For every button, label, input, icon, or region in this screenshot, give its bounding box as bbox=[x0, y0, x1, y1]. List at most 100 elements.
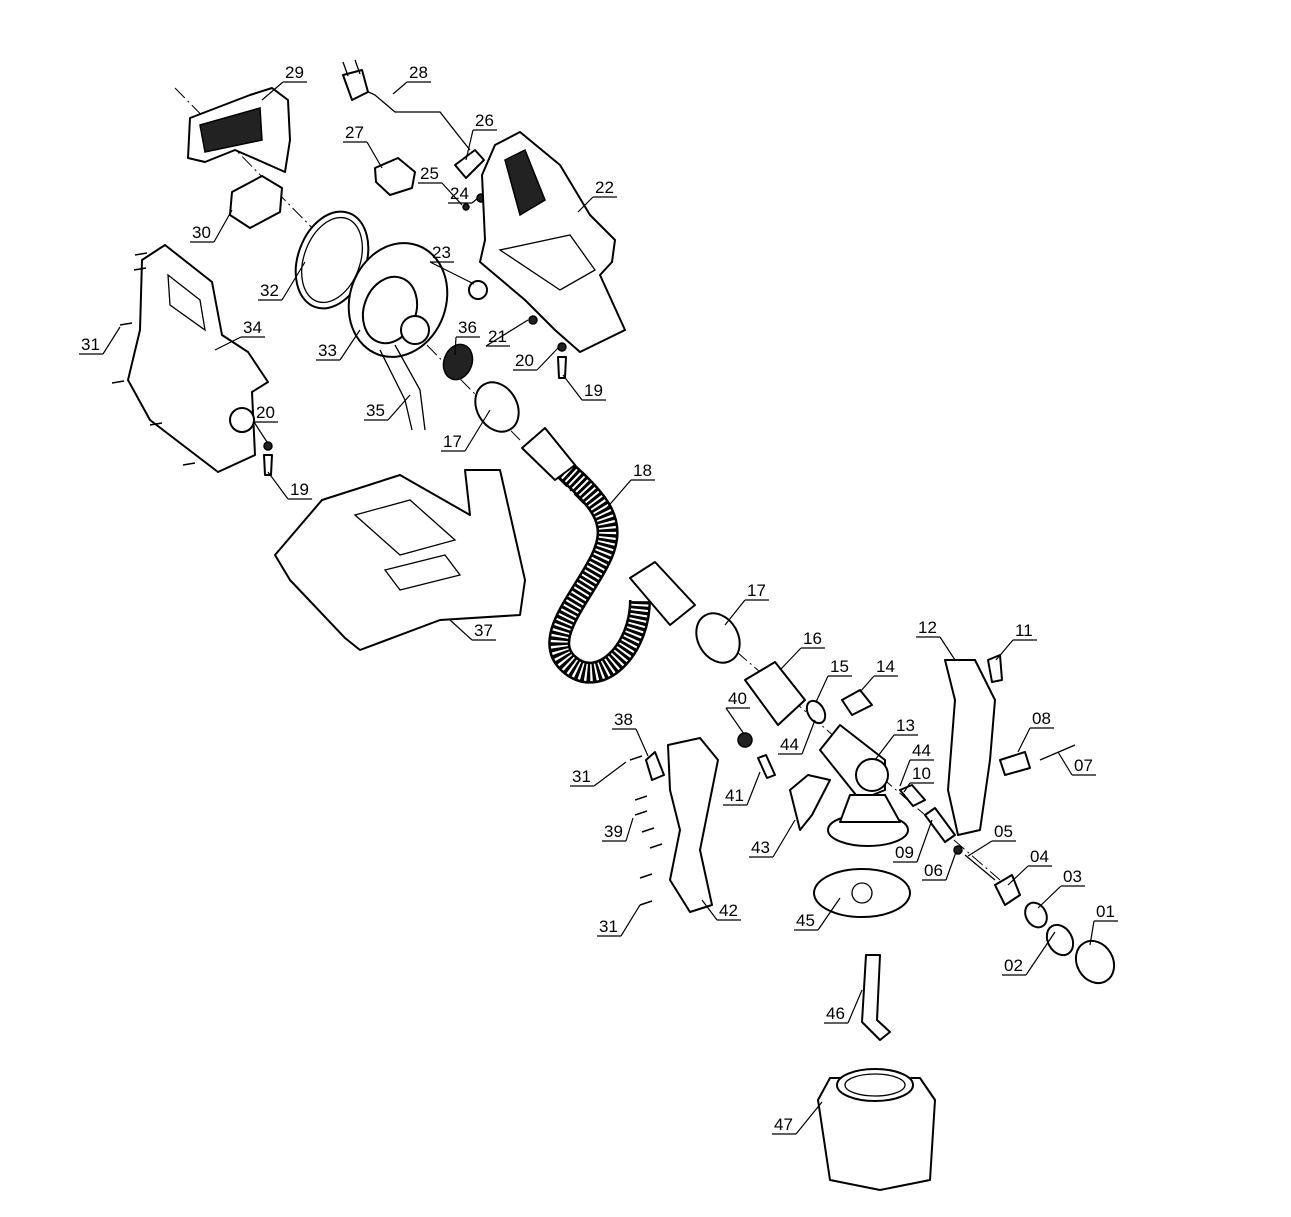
part-label-01: 01 bbox=[1096, 902, 1115, 921]
leader-line bbox=[267, 471, 312, 500]
part-label-30: 30 bbox=[192, 223, 211, 242]
part-label-14: 14 bbox=[876, 657, 895, 676]
part-03-ring bbox=[1024, 901, 1048, 929]
part-label-34: 34 bbox=[243, 318, 262, 337]
part-29-filter-cover bbox=[187, 87, 291, 173]
part-17-coupling-lower bbox=[695, 612, 741, 664]
part-label-03: 03 bbox=[1063, 867, 1082, 886]
leader-line bbox=[577, 196, 617, 213]
part-label-37: 37 bbox=[474, 621, 493, 640]
part-01-union-nut bbox=[1074, 939, 1116, 985]
leader-line bbox=[1089, 920, 1118, 946]
part-label-23: 23 bbox=[432, 243, 451, 262]
leader-line bbox=[448, 197, 479, 204]
leader-line bbox=[429, 261, 475, 285]
leader-line bbox=[1037, 885, 1085, 909]
part-label-44: 44 bbox=[780, 735, 799, 754]
part-08-lock bbox=[999, 751, 1031, 776]
leader-line bbox=[916, 636, 956, 661]
leader-line bbox=[815, 675, 852, 703]
leader-line bbox=[893, 819, 933, 863]
leader-line bbox=[859, 675, 898, 693]
leader-line bbox=[899, 759, 934, 787]
leader-line bbox=[612, 728, 649, 757]
part-19-screw bbox=[557, 356, 567, 379]
part-label-43: 43 bbox=[751, 838, 770, 857]
part-label-10: 10 bbox=[912, 764, 931, 783]
leader-line bbox=[779, 647, 825, 671]
part-label-08: 08 bbox=[1032, 709, 1051, 728]
part-33-motor bbox=[347, 242, 449, 358]
leader-line bbox=[258, 261, 306, 301]
part-label-41: 41 bbox=[725, 786, 744, 805]
part-label-04: 04 bbox=[1030, 847, 1049, 866]
part-label-42: 42 bbox=[719, 901, 738, 920]
part-label-44: 44 bbox=[912, 741, 931, 760]
leader-line bbox=[513, 347, 559, 371]
leader-line bbox=[465, 129, 497, 161]
part-45-seal-disk bbox=[813, 868, 911, 918]
leader-line bbox=[772, 1101, 823, 1135]
leader-line bbox=[1057, 751, 1096, 776]
part-12-handle-right bbox=[944, 659, 996, 836]
leader-line bbox=[749, 819, 796, 858]
part-label-12: 12 bbox=[918, 618, 937, 637]
part-label-07: 07 bbox=[1074, 756, 1093, 775]
part-label-46: 46 bbox=[826, 1004, 845, 1023]
leader-line bbox=[874, 734, 918, 761]
leader-line bbox=[922, 851, 957, 881]
part-25-screw bbox=[462, 203, 470, 211]
leader-line bbox=[261, 81, 307, 101]
leader-line bbox=[454, 336, 480, 356]
part-label-16: 16 bbox=[803, 629, 822, 648]
part-11-trigger bbox=[987, 654, 1003, 683]
part-21-nut bbox=[528, 315, 538, 325]
part-label-17: 17 bbox=[747, 581, 766, 600]
part-label-29: 29 bbox=[285, 63, 304, 82]
leader-line bbox=[824, 989, 863, 1024]
leader-line bbox=[562, 374, 606, 401]
part-27-switch bbox=[374, 157, 416, 196]
part-17-coupling-upper bbox=[474, 381, 520, 433]
part-40-knob bbox=[737, 732, 753, 748]
leader-line bbox=[602, 817, 634, 842]
part-label-47: 47 bbox=[774, 1115, 793, 1134]
part-label-20: 20 bbox=[256, 403, 275, 422]
part-04-nozzle bbox=[994, 874, 1021, 906]
part-label-09: 09 bbox=[895, 843, 914, 862]
leader-line bbox=[190, 209, 233, 243]
part-label-19: 19 bbox=[290, 480, 309, 499]
part-43-bracket bbox=[789, 774, 831, 831]
part-10-needle bbox=[899, 784, 926, 807]
leader-line bbox=[1007, 865, 1052, 886]
part-30-filter-pad bbox=[229, 175, 283, 229]
leader-line bbox=[418, 182, 463, 206]
leader-line bbox=[316, 329, 361, 361]
part-02-air-cap bbox=[1045, 923, 1075, 957]
part-19-screw-left bbox=[263, 454, 273, 476]
part-46-suction-tube bbox=[861, 954, 891, 1041]
part-label-35: 35 bbox=[366, 401, 385, 420]
part-39-screws bbox=[629, 755, 663, 906]
leader-line bbox=[604, 479, 655, 511]
part-05-spring bbox=[964, 854, 996, 881]
leader-line bbox=[903, 782, 934, 793]
leader-line bbox=[725, 707, 750, 735]
part-label-17: 17 bbox=[443, 432, 462, 451]
leader-line bbox=[1002, 931, 1056, 976]
part-label-40: 40 bbox=[728, 689, 747, 708]
part-label-26: 26 bbox=[475, 111, 494, 130]
leader-line bbox=[778, 719, 816, 755]
part-label-39: 39 bbox=[604, 822, 623, 841]
part-15-o-ring bbox=[805, 699, 827, 725]
part-41-filter bbox=[757, 754, 776, 779]
part-label-02: 02 bbox=[1004, 956, 1023, 975]
part-34-left-housing bbox=[127, 244, 269, 473]
part-label-18: 18 bbox=[633, 461, 652, 480]
part-label-33: 33 bbox=[318, 341, 337, 360]
part-label-38: 38 bbox=[614, 710, 633, 729]
leader-line bbox=[364, 394, 411, 421]
part-23-bearing bbox=[468, 280, 488, 300]
leader-line bbox=[214, 336, 265, 351]
